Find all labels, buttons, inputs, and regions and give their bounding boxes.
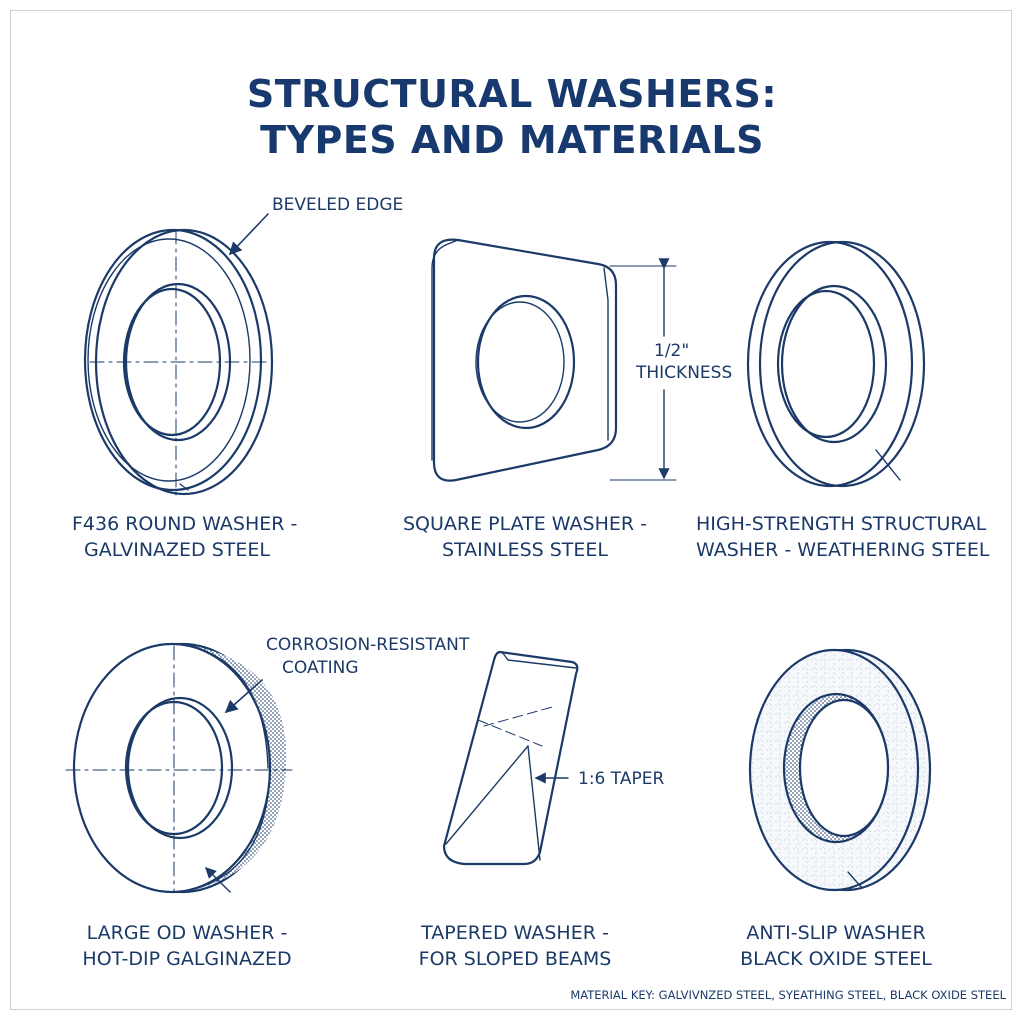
washer-caption-2-line-1: SQUARE PLATE WASHER - — [402, 513, 647, 535]
large-od-washer-icon — [65, 642, 293, 894]
thickness-label-callout: THICKNESS — [636, 363, 733, 383]
washer-caption-4: LARGE OD WASHER - HOT-DIP GALGINAZED — [76, 920, 298, 972]
washer-caption-5-line-2: FOR SLOPED BEAMS — [418, 948, 612, 970]
washer-caption-2-line-2: STAINLESS STEEL — [441, 539, 609, 561]
material-key: MATERIAL KEY: GALVIVNZED STEEL, SYEATHIN… — [570, 988, 1006, 1002]
washer-caption-3: HIGH-STRENGTH STRUCTURAL WASHER - WEATHE… — [696, 511, 990, 563]
page-title-line-2: TYPES AND MATERIALS — [260, 118, 764, 162]
washer-caption-6-line-2: BLACK OXIDE STEEL — [740, 948, 932, 970]
washer-caption-1-line-1: F436 ROUND WASHER - — [72, 513, 298, 535]
thickness-value-callout: 1/2" — [654, 341, 690, 361]
washer-caption-2: SQUARE PLATE WASHER - STAINLESS STEEL — [400, 511, 650, 563]
square-plate-washer-icon — [431, 238, 677, 482]
washer-caption-5-line-1: TAPERED WASHER - — [421, 922, 609, 944]
washer-caption-4-line-2: HOT-DIP GALGINAZED — [82, 948, 292, 970]
washer-caption-1: F436 ROUND WASHER - GALVINAZED STEEL — [72, 511, 298, 563]
washer-caption-3-line-1: HIGH-STRENGTH STRUCTURAL — [696, 513, 987, 535]
anti-slip-washer-icon — [748, 648, 932, 892]
structural-washer-icon — [746, 240, 926, 488]
tapered-washer-icon — [442, 650, 579, 866]
washer-caption-6: ANTI-SLIP WASHER BLACK OXIDE STEEL — [736, 920, 936, 972]
washer-caption-5: TAPERED WASHER - FOR SLOPED BEAMS — [410, 920, 620, 972]
beveled-edge-callout: BEVELED EDGE — [272, 195, 404, 215]
washer-caption-3-line-2: WASHER - WEATHERING STEEL — [696, 539, 990, 561]
washer-caption-6-line-1: ANTI-SLIP WASHER — [746, 922, 926, 944]
washer-caption-1-line-2: GALVINAZED STEEL — [84, 539, 270, 561]
round-washer-icon — [83, 213, 274, 496]
corrosion-coating-callout-line-1: CORROSION-RESISTANT — [266, 635, 470, 655]
page-title-line-1: STRUCTURAL WASHERS: — [246, 72, 778, 116]
corrosion-coating-callout-line-2: COATING — [282, 658, 359, 678]
taper-ratio-callout: 1:6 TAPER — [578, 769, 665, 789]
washer-caption-4-line-1: LARGE OD WASHER - — [86, 922, 288, 944]
